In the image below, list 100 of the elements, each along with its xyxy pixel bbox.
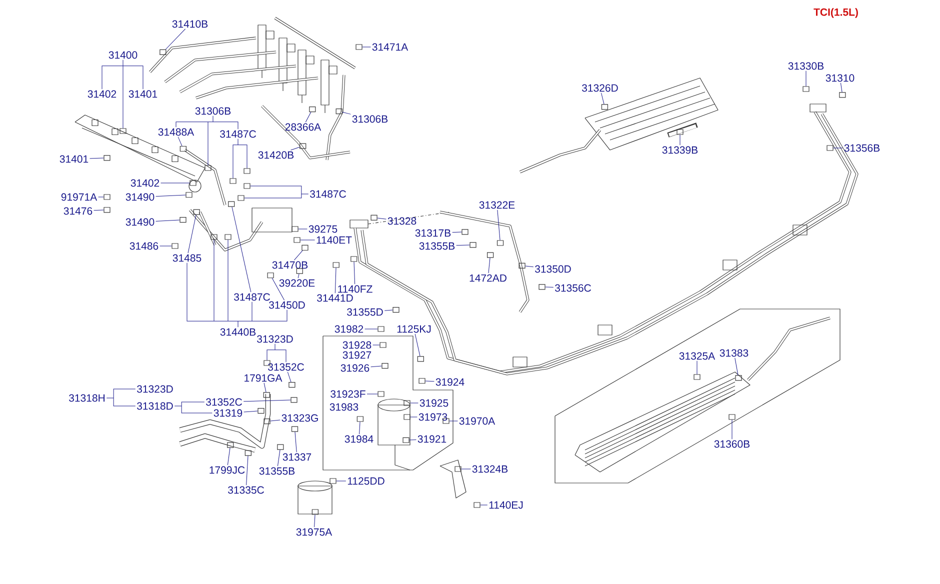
part-number: 1125KJ [397, 325, 431, 333]
part-symbol [735, 375, 742, 381]
leader-line [410, 402, 418, 404]
part-symbol [210, 234, 218, 240]
part-number: 31323G [282, 414, 318, 422]
part-number: 31360B [714, 440, 750, 448]
part-number: 31923F [330, 390, 366, 398]
part-number: 31318H [69, 394, 105, 402]
leader-line [160, 182, 190, 184]
part-symbol [404, 400, 410, 406]
leader-line [456, 244, 470, 246]
leader-line [178, 136, 182, 146]
part-symbol [694, 374, 700, 380]
part-symbol [538, 284, 546, 290]
leader-line [277, 450, 280, 466]
leader-line [362, 46, 371, 48]
part-number: 31306B [195, 107, 231, 115]
engine-label: TCI(1.5L) [814, 8, 858, 18]
part-number: 31983 [330, 403, 358, 411]
leader-line [354, 262, 356, 284]
part-number: 31402 [88, 90, 116, 98]
leader-line [370, 366, 382, 368]
part-symbol [296, 268, 303, 274]
part-symbol [190, 180, 196, 186]
leader-line [334, 268, 336, 294]
part-number: 31355D [347, 308, 383, 316]
part-number: 31924 [436, 378, 464, 386]
part-number: 31337 [282, 453, 312, 461]
part-symbol [264, 418, 270, 424]
part-symbol [309, 106, 316, 112]
leader-line [270, 420, 280, 422]
part-symbol [186, 192, 192, 198]
part-symbol [404, 414, 410, 420]
leader-line [425, 380, 434, 382]
leader-line [336, 480, 346, 482]
part-symbol [676, 129, 684, 135]
leader-line [298, 228, 308, 230]
part-symbol [228, 201, 235, 207]
part-symbol [227, 442, 234, 448]
part-symbol [180, 146, 186, 152]
part-number: 31319 [214, 409, 242, 417]
leader-line [359, 422, 360, 434]
leader-line [290, 146, 300, 150]
leader-line [90, 158, 104, 159]
bracket-line [266, 344, 286, 362]
part-number: 31322E [479, 201, 515, 209]
leader-line [98, 196, 104, 198]
part-symbol [267, 272, 274, 278]
part-symbol [454, 466, 462, 472]
part-number: 31355B [259, 467, 295, 475]
part-number: 31310 [826, 74, 854, 82]
part-symbol [470, 242, 476, 248]
part-number: 31326D [582, 84, 618, 92]
part-symbol [120, 128, 126, 134]
part-number: 31486 [130, 242, 158, 250]
part-number: 31973 [418, 413, 448, 421]
leader-line [342, 112, 351, 114]
part-symbol [330, 478, 336, 484]
part-number: 31476 [64, 207, 92, 215]
part-symbol [224, 234, 232, 240]
part-number: 31383 [720, 349, 748, 357]
leader-line [156, 194, 186, 197]
part-symbol [302, 244, 308, 251]
leader-line [272, 278, 285, 300]
bracket-line [106, 388, 136, 406]
part-symbol [802, 86, 810, 92]
part-symbol [728, 414, 736, 420]
part-number: 91971A [61, 193, 98, 201]
part-number: 31450D [269, 301, 305, 309]
bracket-line [102, 60, 144, 128]
part-number: 31927 [342, 351, 372, 359]
part-symbol [160, 49, 166, 55]
part-number: 31485 [172, 254, 202, 262]
part-number: 1140FZ [338, 285, 372, 293]
part-symbol [518, 262, 526, 268]
part-symbol [826, 145, 834, 151]
part-symbol [172, 243, 178, 249]
part-symbol [288, 382, 296, 388]
part-number: 1799JC [210, 466, 245, 474]
part-symbol [312, 509, 318, 515]
part-number: 31970A [459, 417, 496, 425]
part-number: 31356B [844, 144, 880, 152]
part-number: 31975A [296, 528, 332, 536]
part-symbol [487, 252, 494, 258]
leader-line [377, 218, 386, 220]
leader-line [480, 504, 488, 506]
leader-line [287, 372, 292, 382]
leader-line [734, 358, 738, 376]
leader-line [305, 112, 312, 122]
leader-line [298, 274, 300, 278]
part-symbol [474, 502, 480, 508]
part-number: 31339B [662, 146, 698, 154]
leader-line [372, 344, 380, 346]
part-number: 31487C [310, 190, 346, 198]
part-number: 39275 [308, 225, 338, 233]
part-symbol [839, 92, 846, 98]
part-number: 1125DD [348, 477, 384, 485]
part-symbol [418, 378, 426, 384]
leader-line [294, 432, 297, 452]
part-symbol [104, 207, 110, 213]
